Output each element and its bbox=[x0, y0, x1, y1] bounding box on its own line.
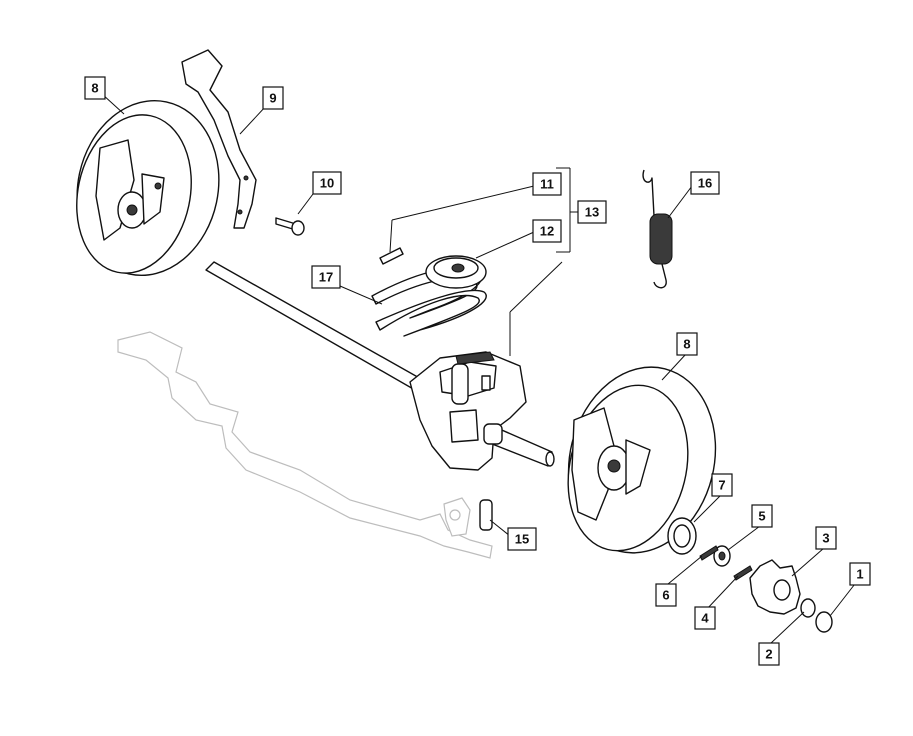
ghost-frame bbox=[117, 331, 493, 559]
svg-text:13: 13 bbox=[585, 205, 599, 220]
screw bbox=[275, 217, 305, 236]
callout-8-right: 8 bbox=[676, 332, 698, 356]
svg-text:17: 17 bbox=[319, 270, 333, 285]
right-wheel bbox=[567, 366, 717, 554]
svg-text:5: 5 bbox=[758, 509, 765, 524]
svg-text:11: 11 bbox=[540, 177, 554, 192]
callout-2: 2 bbox=[758, 642, 780, 666]
svg-text:8: 8 bbox=[91, 81, 98, 96]
svg-text:4: 4 bbox=[701, 611, 709, 626]
callout-16: 16 bbox=[690, 171, 720, 195]
svg-text:16: 16 bbox=[698, 176, 712, 191]
callout-10: 10 bbox=[312, 171, 342, 195]
svg-text:9: 9 bbox=[269, 91, 276, 106]
svg-text:1: 1 bbox=[856, 567, 863, 582]
callout-9: 9 bbox=[262, 86, 284, 110]
callout-4: 4 bbox=[694, 606, 716, 630]
svg-text:7: 7 bbox=[718, 478, 725, 493]
callout-17: 17 bbox=[311, 265, 341, 289]
callout-1: 1 bbox=[849, 562, 871, 586]
hardware-parts bbox=[479, 499, 833, 633]
callout-11: 11 bbox=[532, 172, 562, 196]
leader-lines bbox=[101, 93, 859, 645]
callout-3: 3 bbox=[815, 526, 837, 550]
pulley-and-belt bbox=[371, 255, 487, 337]
spring bbox=[642, 169, 673, 289]
svg-text:3: 3 bbox=[822, 531, 829, 546]
svg-text:12: 12 bbox=[540, 224, 554, 239]
callout-7: 7 bbox=[711, 473, 733, 497]
callout-12: 12 bbox=[532, 219, 562, 243]
svg-text:8: 8 bbox=[683, 337, 690, 352]
callout-8-left: 8 bbox=[84, 76, 106, 100]
svg-text:10: 10 bbox=[320, 176, 334, 191]
lever-bracket bbox=[181, 49, 257, 229]
callout-15: 15 bbox=[507, 527, 537, 551]
svg-text:2: 2 bbox=[765, 647, 772, 662]
gearbox bbox=[409, 351, 527, 471]
callout-6: 6 bbox=[655, 583, 677, 607]
callout-5: 5 bbox=[751, 504, 773, 528]
svg-text:6: 6 bbox=[662, 588, 669, 603]
pin bbox=[379, 247, 404, 265]
callout-13: 13 bbox=[577, 200, 607, 224]
svg-text:15: 15 bbox=[515, 532, 529, 547]
left-wheel bbox=[76, 100, 220, 276]
